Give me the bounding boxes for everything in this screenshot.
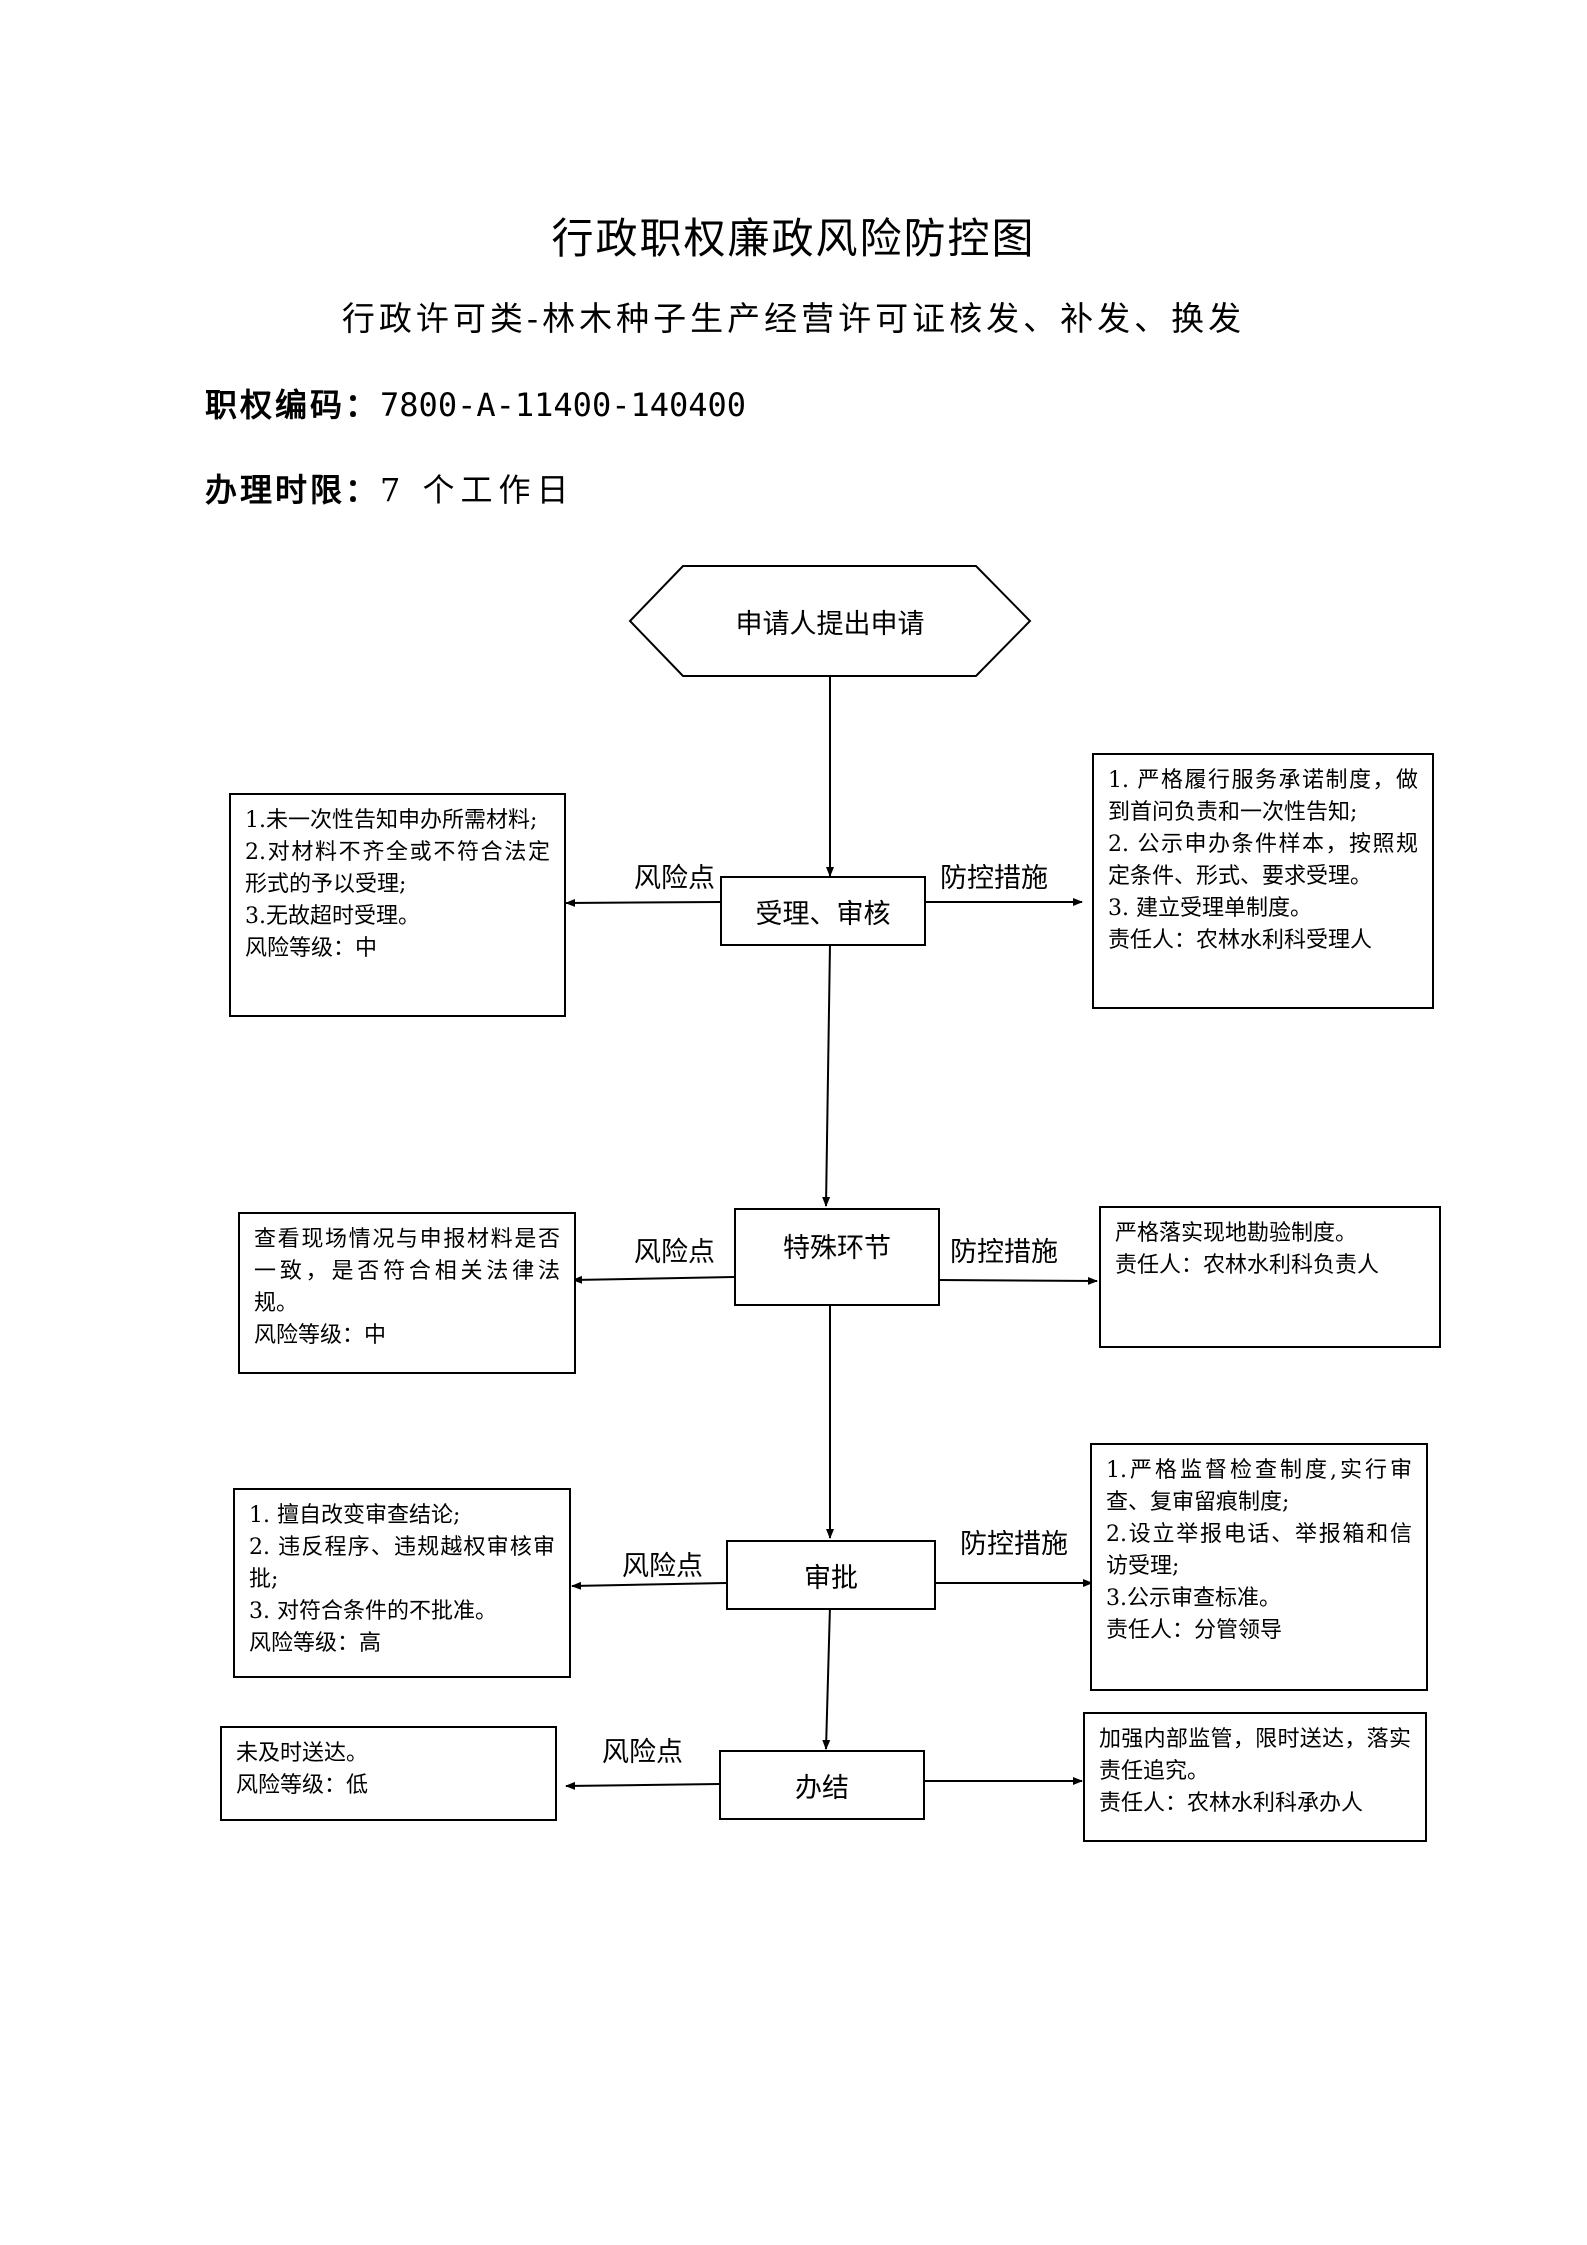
control-item: 严格落实现地勘验制度。 xyxy=(1115,1221,1358,1246)
control-label-2: 防控措施 xyxy=(950,1237,1058,1268)
risk-item: 2. 违反程序、违规越权审核审批; xyxy=(249,1535,555,1592)
risk-label-3: 风险点 xyxy=(622,1551,703,1582)
control-item: 2.设立举报电话、举报箱和信访受理; xyxy=(1106,1522,1412,1579)
step-accept-review: 受理、审核 xyxy=(720,876,926,946)
authority-code: 职权编码：7800-A-11400-140400 xyxy=(205,380,746,426)
step-approve: 审批 xyxy=(726,1540,936,1610)
risk-arrow-4 xyxy=(565,1781,720,1790)
risk-item: 查看现场情况与申报材料是否一致，是否符合相关法律法规。 xyxy=(254,1227,560,1316)
control-arrow-2 xyxy=(936,1276,1098,1285)
risk-item: 1.未一次性告知申办所需材料; xyxy=(245,808,538,833)
control-box-4: 加强内部监管，限时送达，落实责任追究。 责任人：农林水利科承办人 xyxy=(1083,1712,1427,1842)
risk-level: 风险等级：中 xyxy=(254,1323,387,1348)
control-label-3: 防控措施 xyxy=(960,1529,1068,1560)
risk-box-1: 1.未一次性告知申办所需材料; 2.对材料不齐全或不符合法定形式的予以受理; 3… xyxy=(229,793,566,1017)
risk-box-3: 1. 擅自改变审查结论; 2. 违反程序、违规越权审核审批; 3. 对符合条件的… xyxy=(233,1488,571,1678)
start-node: 申请人提出申请 xyxy=(735,608,925,640)
risk-item: 未及时送达。 xyxy=(236,1741,369,1766)
control-item: 3.公示审查标准。 xyxy=(1106,1586,1281,1611)
flow-arrow-accept-to-special xyxy=(822,943,831,1207)
risk-item: 3. 对符合条件的不批准。 xyxy=(249,1599,497,1624)
step-finish: 办结 xyxy=(719,1750,925,1820)
page-subtitle: 行政许可类-林木种子生产经营许可证核发、补发、换发 xyxy=(341,299,1246,338)
risk-label-2: 风险点 xyxy=(634,1237,715,1268)
risk-label-1: 风险点 xyxy=(634,863,715,894)
control-item: 1. 严格履行服务承诺制度，做到首问负责和一次性告知; xyxy=(1108,768,1418,825)
control-item: 1.严格监督检查制度,实行审查、复审留痕制度; xyxy=(1106,1458,1412,1515)
step-special: 特殊环节 xyxy=(734,1208,940,1306)
responsible-person: 责任人：分管领导 xyxy=(1106,1618,1283,1643)
risk-arrow-3 xyxy=(571,1581,727,1590)
control-box-3: 1.严格监督检查制度,实行审查、复审留痕制度; 2.设立举报电话、举报箱和信访受… xyxy=(1090,1443,1428,1691)
risk-item: 1. 擅自改变审查结论; xyxy=(249,1503,461,1528)
page-title: 行政职权廉政风险防控图 xyxy=(551,214,1036,263)
authority-code-label: 职权编码： xyxy=(205,386,381,424)
time-limit-value: 7 个工作日 xyxy=(380,471,575,509)
start-hexagon xyxy=(628,565,1032,677)
control-box-1: 1. 严格履行服务承诺制度，做到首问负责和一次性告知; 2. 公示申办条件样本，… xyxy=(1092,753,1434,1009)
authority-code-value: 7800-A-11400-140400 xyxy=(380,386,747,424)
risk-label-4: 风险点 xyxy=(602,1737,683,1768)
risk-level: 风险等级：低 xyxy=(236,1773,369,1798)
risk-box-2: 查看现场情况与申报材料是否一致，是否符合相关法律法规。 风险等级：中 xyxy=(238,1212,576,1374)
control-item: 加强内部监管，限时送达，落实责任追究。 xyxy=(1099,1727,1411,1784)
responsible-person: 责任人：农林水利科承办人 xyxy=(1099,1791,1364,1816)
responsible-person: 责任人：农林水利科受理人 xyxy=(1108,928,1373,953)
control-box-2: 严格落实现地勘验制度。 责任人：农林水利科负责人 xyxy=(1099,1206,1441,1348)
risk-arrow-1 xyxy=(565,898,721,907)
flow-arrow-approve-to-finish xyxy=(822,1605,831,1750)
control-label-1: 防控措施 xyxy=(940,863,1048,894)
risk-level: 风险等级：中 xyxy=(245,936,378,961)
time-limit: 办理时限：7 个工作日 xyxy=(205,465,575,511)
risk-box-4: 未及时送达。 风险等级：低 xyxy=(220,1726,557,1821)
time-limit-label: 办理时限： xyxy=(205,471,381,509)
responsible-person: 责任人：农林水利科负责人 xyxy=(1115,1253,1380,1278)
risk-item: 3.无故超时受理。 xyxy=(245,904,420,929)
risk-arrow-2 xyxy=(572,1275,735,1284)
risk-level: 风险等级：高 xyxy=(249,1631,382,1656)
risk-item: 2.对材料不齐全或不符合法定形式的予以受理; xyxy=(245,840,550,897)
control-item: 3. 建立受理单制度。 xyxy=(1108,896,1312,921)
control-item: 2. 公示申办条件样本，按照规定条件、形式、要求受理。 xyxy=(1108,832,1418,889)
